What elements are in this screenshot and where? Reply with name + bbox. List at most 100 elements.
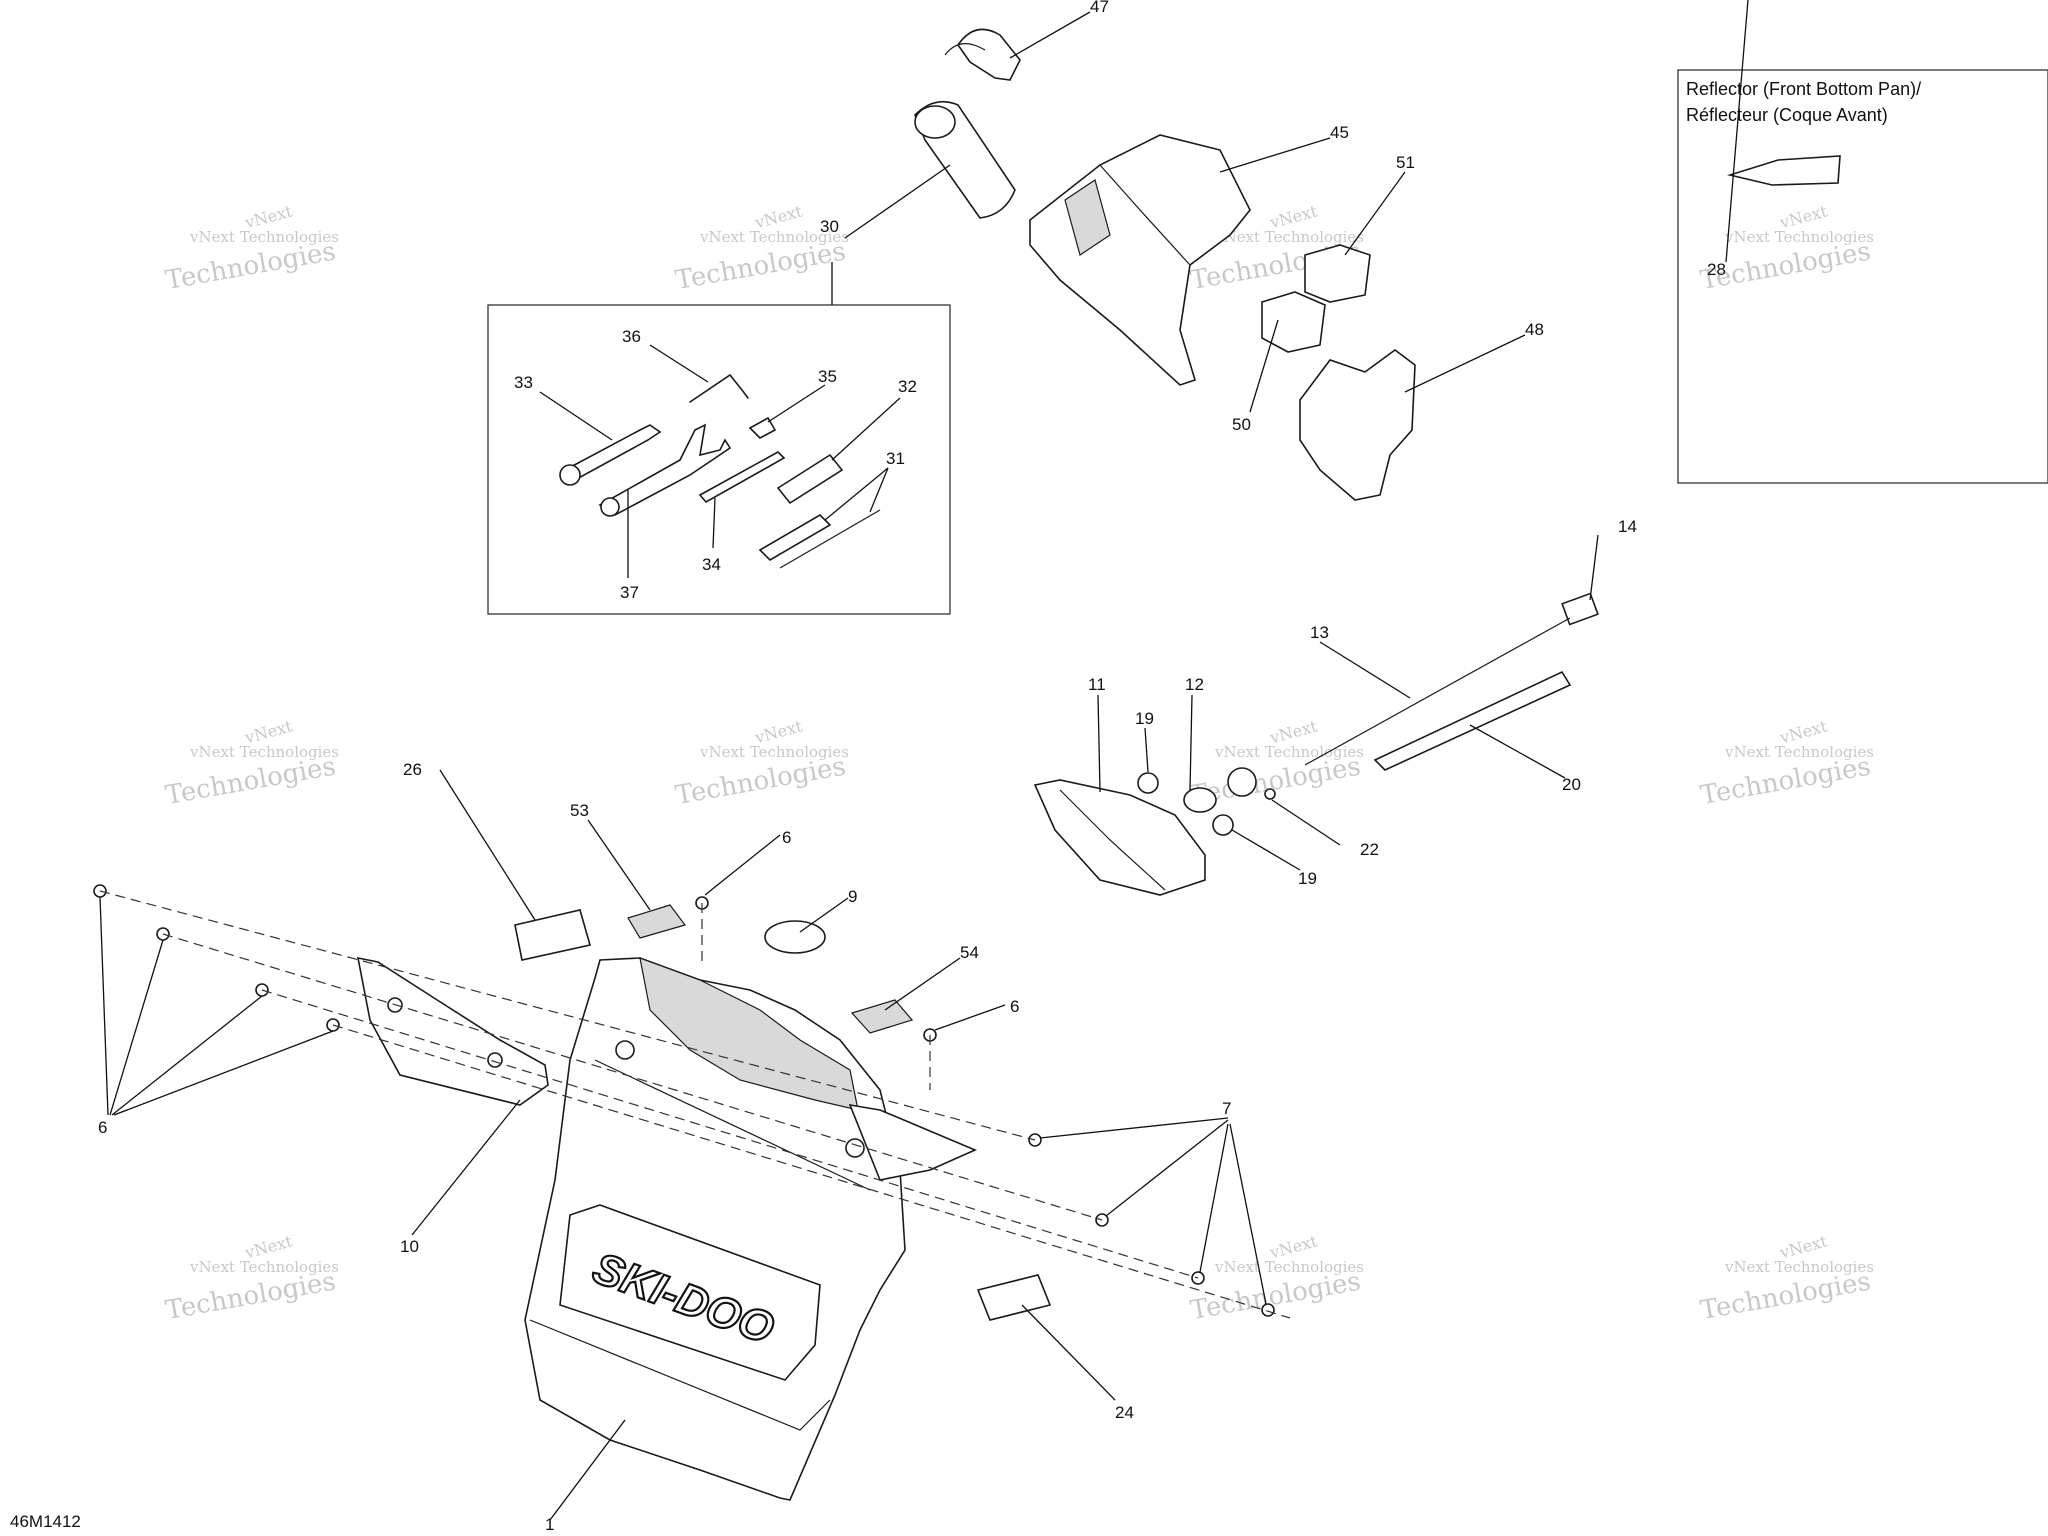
blade-34[interactable] xyxy=(698,451,786,504)
leader-line xyxy=(1589,534,1599,601)
bag-pocket xyxy=(1064,179,1111,256)
grommet-19[interactable] xyxy=(1212,814,1234,836)
bag-45[interactable] xyxy=(1029,134,1251,386)
pad-50[interactable] xyxy=(1261,291,1326,353)
callout-51: 51 xyxy=(1396,153,1415,172)
decal-54[interactable] xyxy=(850,999,914,1034)
watermark-text: vNext Technologies xyxy=(1724,743,1874,761)
pad-51[interactable] xyxy=(1304,244,1371,303)
strip-20[interactable] xyxy=(1373,670,1572,771)
callout-53: 53 xyxy=(570,801,589,820)
leader-line xyxy=(1469,724,1566,779)
leader-line xyxy=(1021,1304,1116,1401)
callout-19: 19 xyxy=(1135,709,1154,728)
callout-6: 6 xyxy=(782,828,791,847)
hex-key-36[interactable] xyxy=(689,373,749,403)
taillight-11[interactable] xyxy=(1033,779,1206,896)
leader-line xyxy=(831,397,901,461)
logo-panel xyxy=(559,1204,821,1381)
leader-line xyxy=(884,957,961,1011)
pan-bottom-ridge xyxy=(529,1319,831,1431)
leader-line xyxy=(649,344,709,383)
strap-47[interactable] xyxy=(957,28,1021,81)
callout-31: 31 xyxy=(886,449,905,468)
watermark-text: vNext Technologies xyxy=(1724,228,1874,246)
fastener-hole xyxy=(845,1138,865,1158)
dashed-line xyxy=(162,933,1103,1221)
leader-line xyxy=(1231,829,1301,871)
nut-7[interactable] xyxy=(1261,1303,1275,1317)
tool-kit-parts xyxy=(559,373,881,569)
leader-line xyxy=(1229,1123,1267,1305)
leader-line xyxy=(799,897,849,933)
callout-6: 6 xyxy=(1010,997,1019,1016)
leader-line xyxy=(111,995,263,1116)
leader-line xyxy=(1725,0,1749,263)
decal-24[interactable] xyxy=(976,1274,1052,1321)
callout-26: 26 xyxy=(403,760,422,779)
screwdriver-handle-31[interactable] xyxy=(758,513,832,562)
decal-53[interactable] xyxy=(627,904,687,939)
watermark-text: vNext Technologies xyxy=(189,228,339,246)
watermark-text: vNext Technologies xyxy=(1214,228,1364,246)
callout-37: 37 xyxy=(620,583,639,602)
leader-line xyxy=(411,1099,521,1236)
decal-26[interactable] xyxy=(514,909,592,961)
leader-line xyxy=(1105,1119,1229,1217)
bracket-10[interactable] xyxy=(356,956,549,1106)
reflector-inset-title: Reflector (Front Bottom Pan)/ Réflecteur… xyxy=(1686,76,1921,128)
callout-13: 13 xyxy=(1310,623,1329,642)
connector-14[interactable] xyxy=(1561,592,1599,626)
watermark-text: vNext Technologies xyxy=(189,743,339,761)
leader-line xyxy=(587,819,651,911)
fastener-hole xyxy=(615,1040,635,1060)
callout-6: 6 xyxy=(98,1118,107,1137)
leader-line xyxy=(109,939,164,1116)
leader-line xyxy=(844,164,951,239)
callout-35: 35 xyxy=(818,367,837,386)
callout-19: 19 xyxy=(1298,869,1317,888)
inset-title-line: Réflecteur (Coque Avant) xyxy=(1686,105,1888,125)
leader-line xyxy=(934,1004,1006,1031)
spanner-37[interactable] xyxy=(598,423,732,516)
leader-line xyxy=(539,391,613,441)
pad-48[interactable] xyxy=(1299,349,1416,501)
leader-line xyxy=(1271,799,1341,846)
wire-13[interactable] xyxy=(1304,617,1571,766)
callout-30: 30 xyxy=(820,217,839,236)
leader-line xyxy=(767,384,826,423)
handle-32[interactable] xyxy=(776,453,844,505)
watermark-text: vNext Technologies xyxy=(189,1258,339,1276)
watermark-text: vNext Technologies xyxy=(1214,743,1364,761)
leader-line xyxy=(99,896,109,1116)
taillight-edge xyxy=(1059,789,1166,891)
reflector-part-28[interactable] xyxy=(1726,155,1841,186)
leader-line xyxy=(1404,334,1526,393)
screw-22[interactable] xyxy=(1264,788,1276,800)
assembly-dashed-lines xyxy=(99,890,1291,1319)
callout-36: 36 xyxy=(622,327,641,346)
bracket-hole xyxy=(487,1052,503,1068)
inset-title-line: Reflector (Front Bottom Pan)/ xyxy=(1686,79,1922,99)
callout-7: 7 xyxy=(1222,1099,1231,1118)
light-assembly xyxy=(1033,592,1599,896)
emblem-9[interactable] xyxy=(764,920,826,954)
bulb-12[interactable] xyxy=(1183,787,1217,813)
leader-line xyxy=(824,467,889,521)
grommet-19[interactable] xyxy=(1137,772,1159,794)
callout-labels: 47 30 45 51 48 50 28 36 33 35 32 31 34 3… xyxy=(98,0,1726,1534)
leader-line xyxy=(869,467,889,513)
callout-47: 47 xyxy=(1090,0,1109,16)
socket xyxy=(1227,767,1257,797)
figure-code: 46M1412 xyxy=(10,1512,81,1531)
leader-line xyxy=(1219,137,1331,173)
watermark-text: vNext Technologies xyxy=(699,228,849,246)
screwdriver-shaft xyxy=(779,509,881,569)
bag-edge xyxy=(1099,164,1191,266)
pan-ridge xyxy=(594,1059,871,1191)
clip-35[interactable] xyxy=(748,416,777,439)
leader-line xyxy=(549,1419,626,1521)
callout-48: 48 xyxy=(1525,320,1544,339)
